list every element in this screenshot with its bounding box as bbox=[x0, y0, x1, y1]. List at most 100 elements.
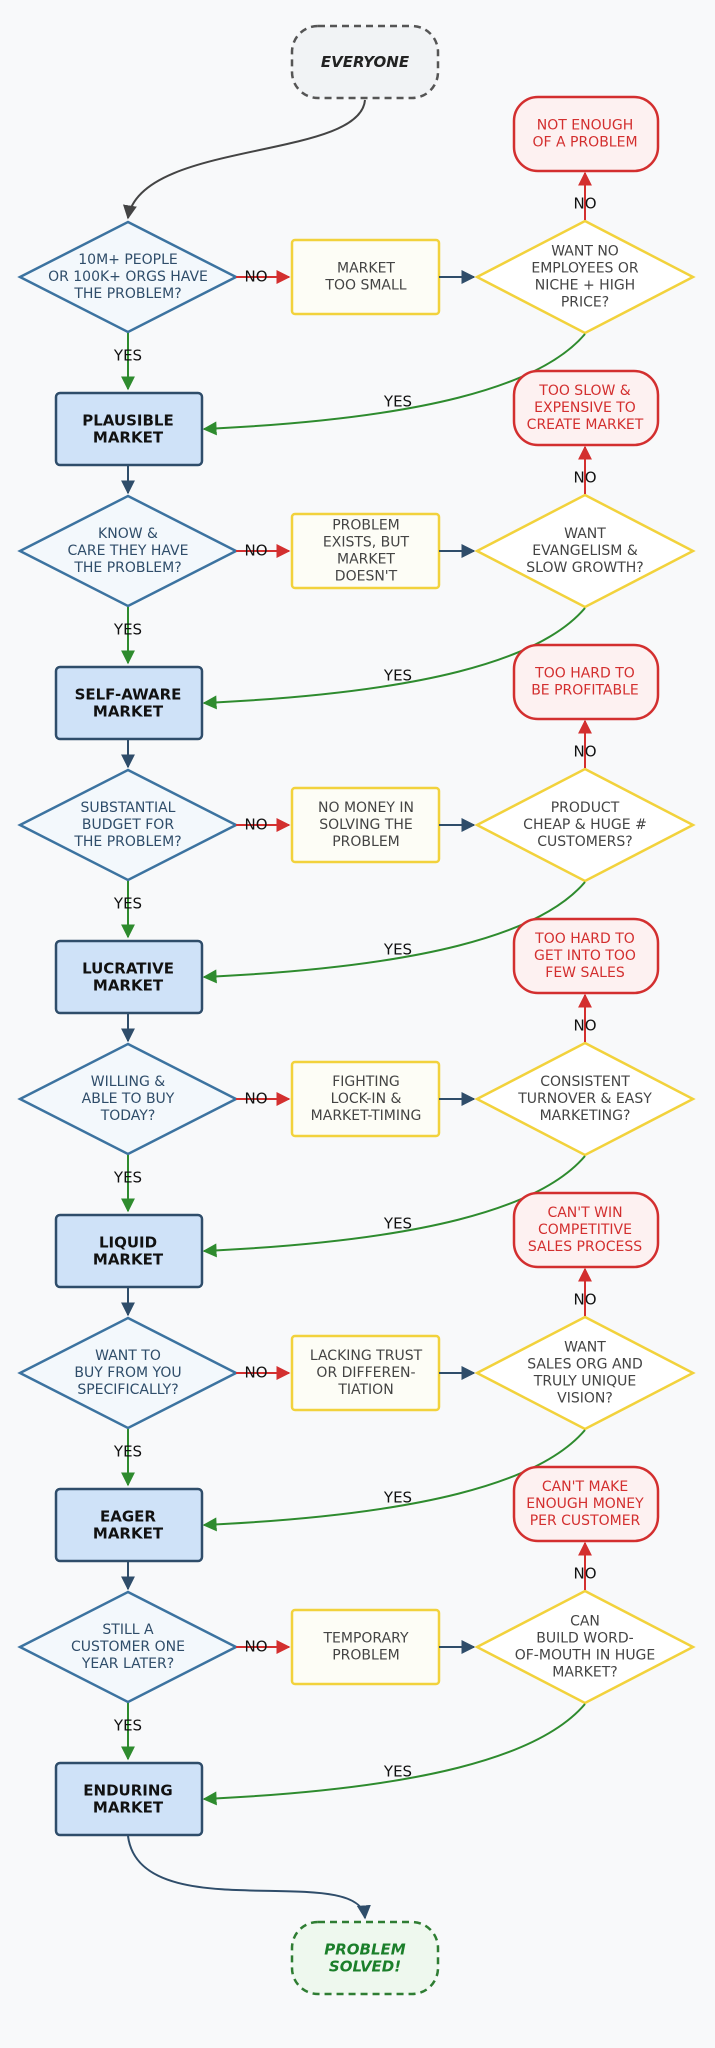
edge-label-yes: YES bbox=[113, 1169, 142, 1187]
edge-label-no: NO bbox=[573, 195, 596, 213]
market-shape bbox=[54, 391, 204, 467]
edge-label-no: NO bbox=[573, 1291, 596, 1309]
market-shape bbox=[54, 1761, 204, 1837]
decision-shape bbox=[474, 1041, 696, 1157]
decision-shape bbox=[17, 1042, 239, 1156]
edge-label-no: NO bbox=[573, 743, 596, 761]
edge-label-no: NO bbox=[244, 816, 267, 834]
edge-label-yes: YES bbox=[383, 667, 412, 685]
outcome-shape bbox=[512, 1465, 660, 1543]
decision-shape bbox=[17, 1316, 239, 1430]
decision-shape bbox=[17, 1590, 239, 1704]
edge-yes-return bbox=[202, 1155, 586, 1258]
end-shape bbox=[290, 1920, 440, 1996]
decision-shape bbox=[17, 220, 239, 334]
start-label: EVERYONE bbox=[321, 53, 410, 71]
edge-label-yes: YES bbox=[383, 393, 412, 411]
decision-shape bbox=[474, 493, 696, 609]
edge-label-no: NO bbox=[244, 1364, 267, 1382]
edge-label-yes: YES bbox=[113, 895, 142, 913]
edge-yes-return bbox=[202, 333, 586, 436]
decision-shape bbox=[474, 219, 696, 335]
market-shape bbox=[54, 939, 204, 1015]
edge-label-no: NO bbox=[244, 542, 267, 560]
edge-label-yes: YES bbox=[113, 347, 142, 365]
outcome-shape bbox=[512, 95, 660, 173]
start-node: EVERYONE bbox=[290, 24, 440, 100]
edge-label-yes: YES bbox=[383, 941, 412, 959]
decision-shape bbox=[474, 1315, 696, 1431]
edge-yes-return bbox=[202, 1429, 586, 1532]
edge-label-yes: YES bbox=[383, 1489, 412, 1507]
edge-yes-return bbox=[202, 607, 586, 710]
outcome-shape bbox=[512, 917, 660, 995]
market-shape bbox=[54, 1213, 204, 1289]
market-shape bbox=[54, 665, 204, 741]
decision-shape bbox=[474, 767, 696, 883]
edge-yes-return bbox=[202, 881, 586, 984]
outcome-shape bbox=[512, 369, 660, 447]
edge-label-yes: YES bbox=[383, 1763, 412, 1781]
edge-label-yes: YES bbox=[113, 1443, 142, 1461]
decision-shape bbox=[474, 1589, 696, 1705]
outcome-shape bbox=[512, 643, 660, 721]
edge-label-no: NO bbox=[244, 1090, 267, 1108]
edge-start bbox=[123, 99, 366, 220]
edge-yes-return bbox=[202, 1703, 586, 1806]
edge-label-no: NO bbox=[244, 268, 267, 286]
edge-label-no: NO bbox=[573, 1017, 596, 1035]
